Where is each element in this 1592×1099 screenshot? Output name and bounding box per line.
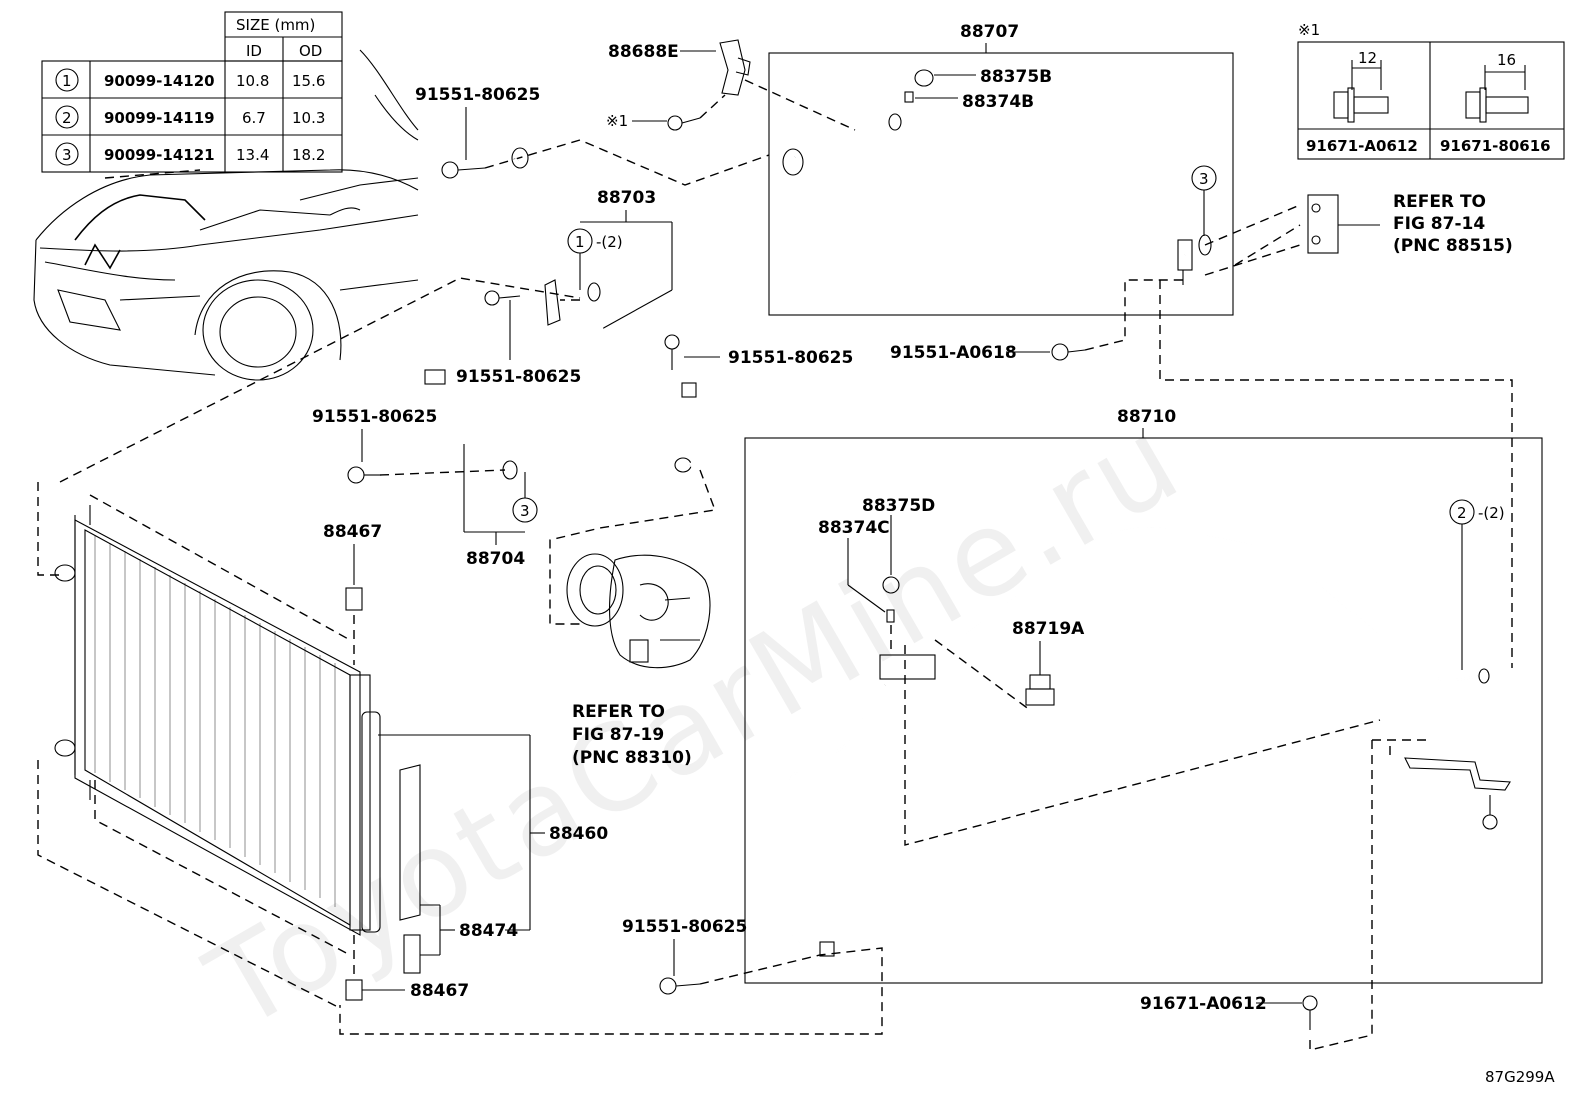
mark-3-88707: 3: [1199, 170, 1209, 188]
hose-88704: 3 88704: [424, 147, 538, 569]
label-88460: 88460: [549, 824, 608, 844]
row-2-part: 90099-14119: [104, 109, 215, 127]
row-3-part: 90099-14121: [104, 146, 215, 164]
refer-expansion-3: (PNC 88515): [1393, 236, 1513, 256]
mark-1-88703: 1: [575, 233, 585, 251]
label-88688E: 88688E: [608, 42, 679, 62]
label-91671-A0612: 91671-A0612: [1140, 994, 1267, 1014]
label-91551-80625-c: 91551-80625: [728, 348, 853, 368]
diagram-code: 87G299A: [1485, 1068, 1555, 1086]
label-bolt-mark-1: ※1: [606, 112, 628, 130]
label-91551-80625-d: 91551-80625: [312, 407, 437, 427]
pressure-switch-88719A: 88719A: [934, 619, 1085, 711]
label-91551-80625-b: 91551-80625: [456, 367, 581, 387]
bolt-91551-80625-top: 91551-80625: [415, 85, 770, 186]
expansion-valve-icon: [1204, 194, 1380, 276]
discharge-pipe: [794, 117, 1186, 259]
row-1-part: 90099-14120: [104, 72, 215, 90]
id-header: ID: [246, 42, 262, 60]
bolt-table-mark: ※1: [1298, 21, 1320, 39]
refer-compressor-3: (PNC 88310): [572, 748, 692, 768]
label-91551-80625-e: 91551-80625: [622, 917, 747, 937]
bolt-91551-A0618: 91551-A0618: [890, 279, 1513, 668]
part-88710-group: 88710 2 -(2) 88375D 88374C 88719A: [744, 407, 1543, 1000]
row-2-od: 10.3: [292, 109, 325, 127]
part-88467-top: 88467: [323, 522, 382, 665]
bolt-right-icon: [1465, 65, 1529, 123]
valve-88374B-icon: [904, 91, 914, 103]
refer-compressor-2: FIG 87-19: [572, 725, 664, 745]
part-88707-group: 88707 3 88375B 88374B: [768, 22, 1234, 316]
label-88474: 88474: [459, 921, 518, 941]
watermark-text: ToyotaCarMine.ru: [185, 389, 1203, 1056]
label-88467-top: 88467: [323, 522, 382, 542]
label-88707: 88707: [960, 22, 1019, 42]
bolt-table: ※1 12 16 91671-A0612 91671-80616: [1297, 21, 1565, 160]
compressor-icon: [566, 553, 711, 669]
receiver-tank: [361, 711, 381, 933]
bolt-right-dim: 16: [1497, 51, 1516, 69]
bolt-left-dim: 12: [1358, 49, 1377, 67]
row-1-id: 10.8: [236, 72, 269, 90]
bolt-91551-80625-middle-left: 91551-80625: [312, 407, 506, 484]
bolt-91551-80625-middle: 91551-80625: [456, 290, 581, 387]
label-88375D: 88375D: [862, 496, 935, 516]
vehicle-location-sketch: [33, 49, 419, 381]
refer-expansion-2: FIG 87-14: [1393, 214, 1485, 234]
label-88375B: 88375B: [980, 67, 1052, 87]
label-91551-80625-a: 91551-80625: [415, 85, 540, 105]
row-1-mark: 1: [62, 72, 72, 90]
valve-block-icon: [879, 654, 936, 680]
mark-2-suffix: -(2): [1478, 504, 1505, 522]
part-88467-bottom: 88467: [345, 935, 469, 1001]
bracket-icon: [1371, 739, 1511, 1000]
bolt-left-part: 91671-A0612: [1306, 137, 1418, 155]
mark-1-suffix: -(2): [596, 233, 623, 251]
label-88703: 88703: [597, 188, 656, 208]
hose-size-table: SIZE (mm) ID OD 1 90099-14120 10.8 15.6 …: [41, 11, 343, 173]
bolt-91551-80625-right: 91551-80625: [549, 334, 853, 625]
bolt-91671-A0612: 91671-A0612: [1140, 994, 1373, 1051]
label-88710: 88710: [1117, 407, 1176, 427]
refer-compressor-1: REFER TO: [572, 702, 665, 722]
bolt-91551-80625-bottom: 91551-80625: [339, 917, 883, 1035]
row-2-id: 6.7: [242, 109, 266, 127]
cap-88375D-icon: [882, 576, 900, 594]
cap-88375B-icon: [914, 69, 934, 87]
part-88707-box: [768, 52, 1234, 316]
row-2-mark: 2: [62, 109, 72, 127]
mark-2-88710: 2: [1457, 504, 1467, 522]
size-header: SIZE (mm): [236, 16, 315, 34]
od-header: OD: [299, 42, 322, 60]
part-88688E: 88688E ※1: [606, 39, 856, 131]
label-88374C: 88374C: [818, 518, 890, 538]
label-88704: 88704: [466, 549, 525, 569]
label-88467-bottom: 88467: [410, 981, 469, 1001]
row-1-od: 15.6: [292, 72, 325, 90]
bolt-left-icon: [1333, 60, 1389, 123]
row-3-mark: 3: [62, 146, 72, 164]
receiver-plug: [403, 934, 421, 974]
watermark: ToyotaCarMine.ru: [185, 389, 1203, 1056]
mark-3-88704: 3: [520, 502, 530, 520]
label-88374B: 88374B: [962, 92, 1034, 112]
label-91551-A0618: 91551-A0618: [890, 343, 1017, 363]
row-3-id: 13.4: [236, 146, 269, 164]
bolt-right-part: 91671-80616: [1440, 137, 1551, 155]
refer-expansion-1: REFER TO: [1393, 192, 1486, 212]
label-88719A: 88719A: [1012, 619, 1085, 639]
valve-88374C-icon: [886, 609, 895, 623]
hose-88703: 88703 1 -(2): [544, 188, 719, 473]
condenser-88460-icon: 88460 88474: [37, 277, 608, 1009]
row-3-od: 18.2: [292, 146, 325, 164]
